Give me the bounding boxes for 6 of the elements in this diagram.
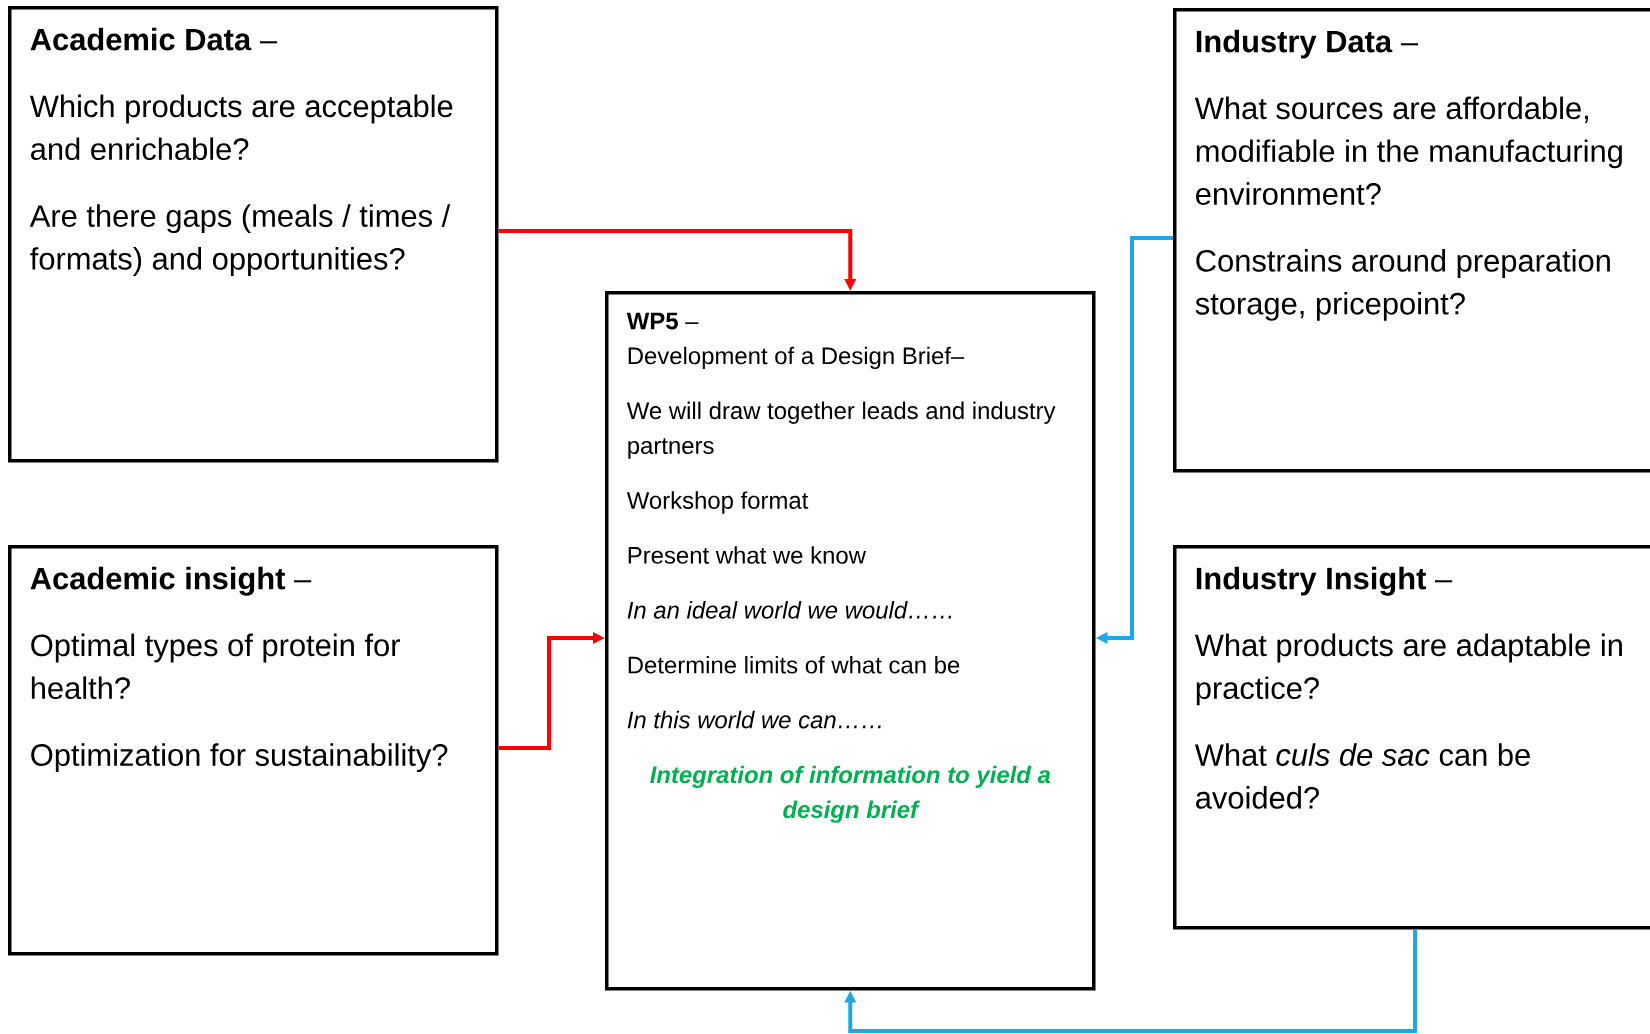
text-box: WP5 – Development of a Design Brief– We will draw together leads and industry partners Workshop format Present what we know In an ideal world we would…… Determine limits of what can be In this world we can…… Integration of information to yield a design brief — [605, 291, 1096, 991]
text-box: Industry Insight – What products are adaptable in practice? What culs de sac can be avoided? — [1173, 545, 1650, 930]
arrow — [844, 929, 1417, 1033]
text-box: Industry Data – What sources are affordable, modifiable in the manufacturing environment? Constrains around preparation storage, pricepoint? — [1173, 8, 1650, 473]
text-box: Academic insight – Optimal types of protein for health? Optimization for sustainability? — [8, 545, 499, 956]
text-box: Academic Data – Which products are acceptable and enrichable? Are there gaps (meals / times / formats) and opportunities? — [8, 6, 499, 463]
